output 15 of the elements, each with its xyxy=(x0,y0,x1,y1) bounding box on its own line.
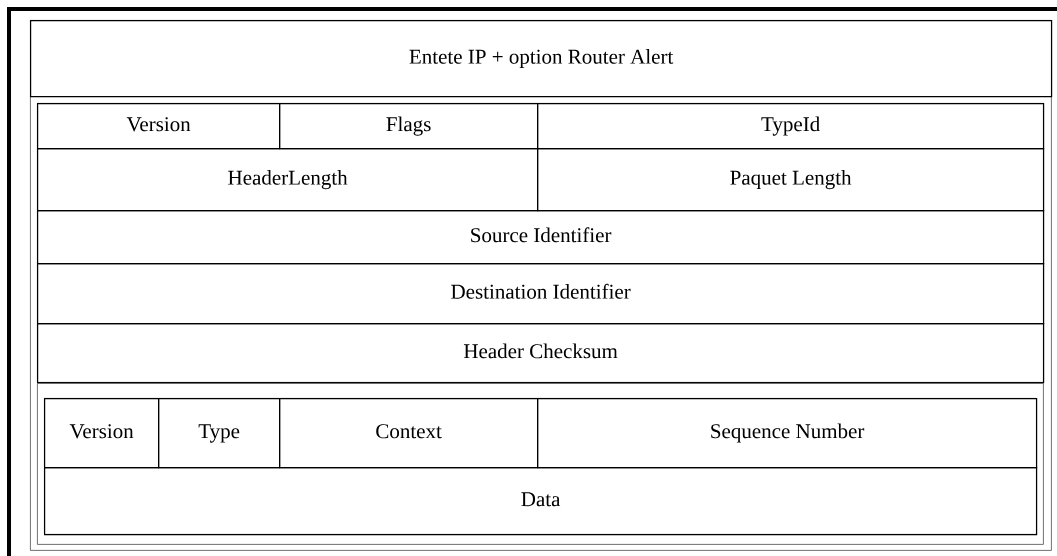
field-cell: Destination Identifier xyxy=(37,263,1045,325)
field-cell: Paquet Length xyxy=(537,148,1045,212)
field-cell: Header Checksum xyxy=(37,323,1045,384)
field-cell: Flags xyxy=(279,103,539,150)
field-cell: Version xyxy=(37,103,281,150)
field-cell: HeaderLength xyxy=(37,148,539,212)
title-cell: Entete IP + option Router Alert xyxy=(30,20,1053,98)
field-cell: TypeId xyxy=(537,103,1045,150)
field-cell: Sequence Number xyxy=(537,398,1038,469)
field-cell: Source Identifier xyxy=(37,210,1045,265)
field-cell: Context xyxy=(279,398,539,469)
payload-box xyxy=(37,383,1044,545)
field-cell: Type xyxy=(158,398,281,469)
field-cell: Version xyxy=(44,398,160,469)
field-cell: Data xyxy=(44,467,1038,536)
